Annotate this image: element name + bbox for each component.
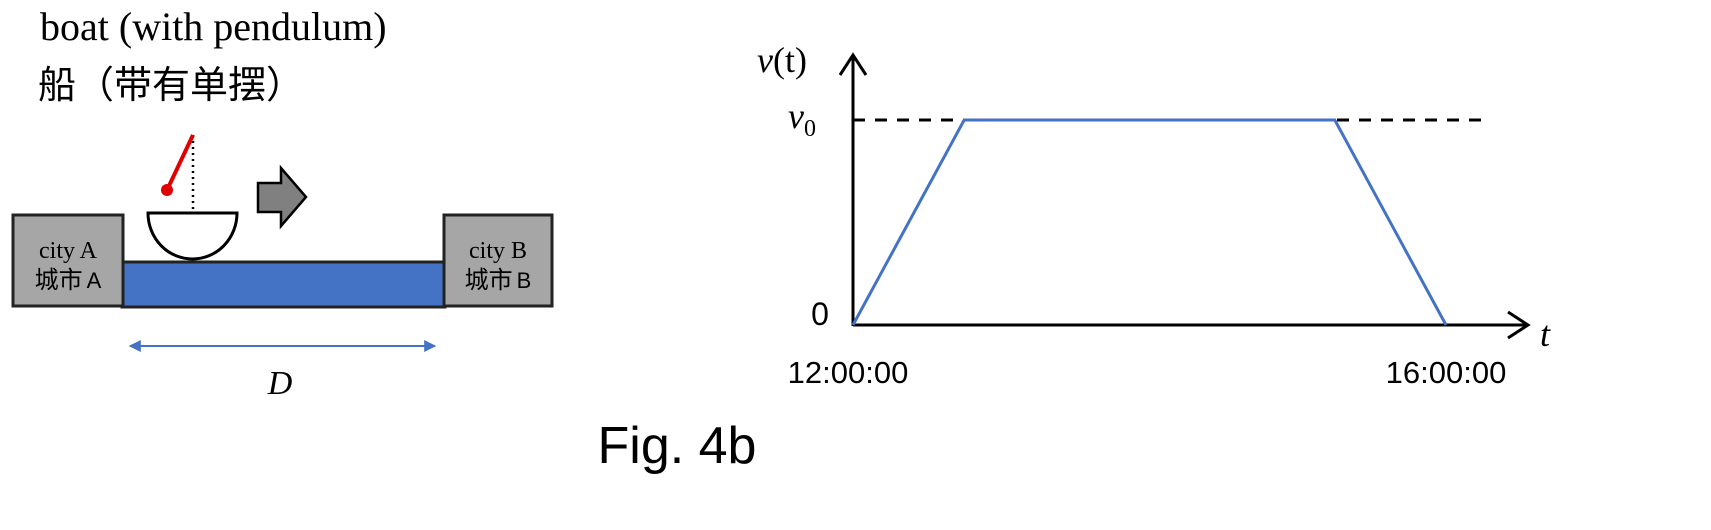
city-b-label-en: city B: [469, 238, 527, 264]
boat-title-en: boat (with pendulum): [40, 4, 387, 49]
city-a-block: [11, 213, 125, 308]
y-axis-arrowhead-icon: [838, 52, 868, 76]
city-b-block: [442, 213, 554, 308]
river-channel: [120, 260, 447, 309]
velocity-series-line: [851, 118, 1448, 326]
x-axis-label: t: [1540, 314, 1551, 354]
y-tick-zero: 0: [811, 296, 829, 332]
boat-title-zh: 船（带有单摆）: [38, 65, 304, 107]
city-a-label-en: city A: [39, 238, 98, 264]
x-axis-arrowhead-icon: [1507, 310, 1531, 340]
pendulum-string: [166, 134, 195, 189]
motion-arrow-icon: [256, 164, 308, 230]
pendulum-bob: [161, 184, 173, 196]
y-tick-v0: v0: [788, 96, 816, 142]
boat-hull: [146, 211, 239, 261]
x-tick-end: 16:00:00: [1386, 355, 1507, 390]
x-tick-start: 12:00:00: [788, 355, 909, 390]
figure-caption: Fig. 4b: [598, 417, 757, 475]
y-axis-label: v(t): [757, 40, 807, 80]
distance-label: D: [267, 365, 293, 402]
velocity-time-chart: v(t) t v0 0 12:00:00 16:00:00: [757, 40, 1551, 390]
